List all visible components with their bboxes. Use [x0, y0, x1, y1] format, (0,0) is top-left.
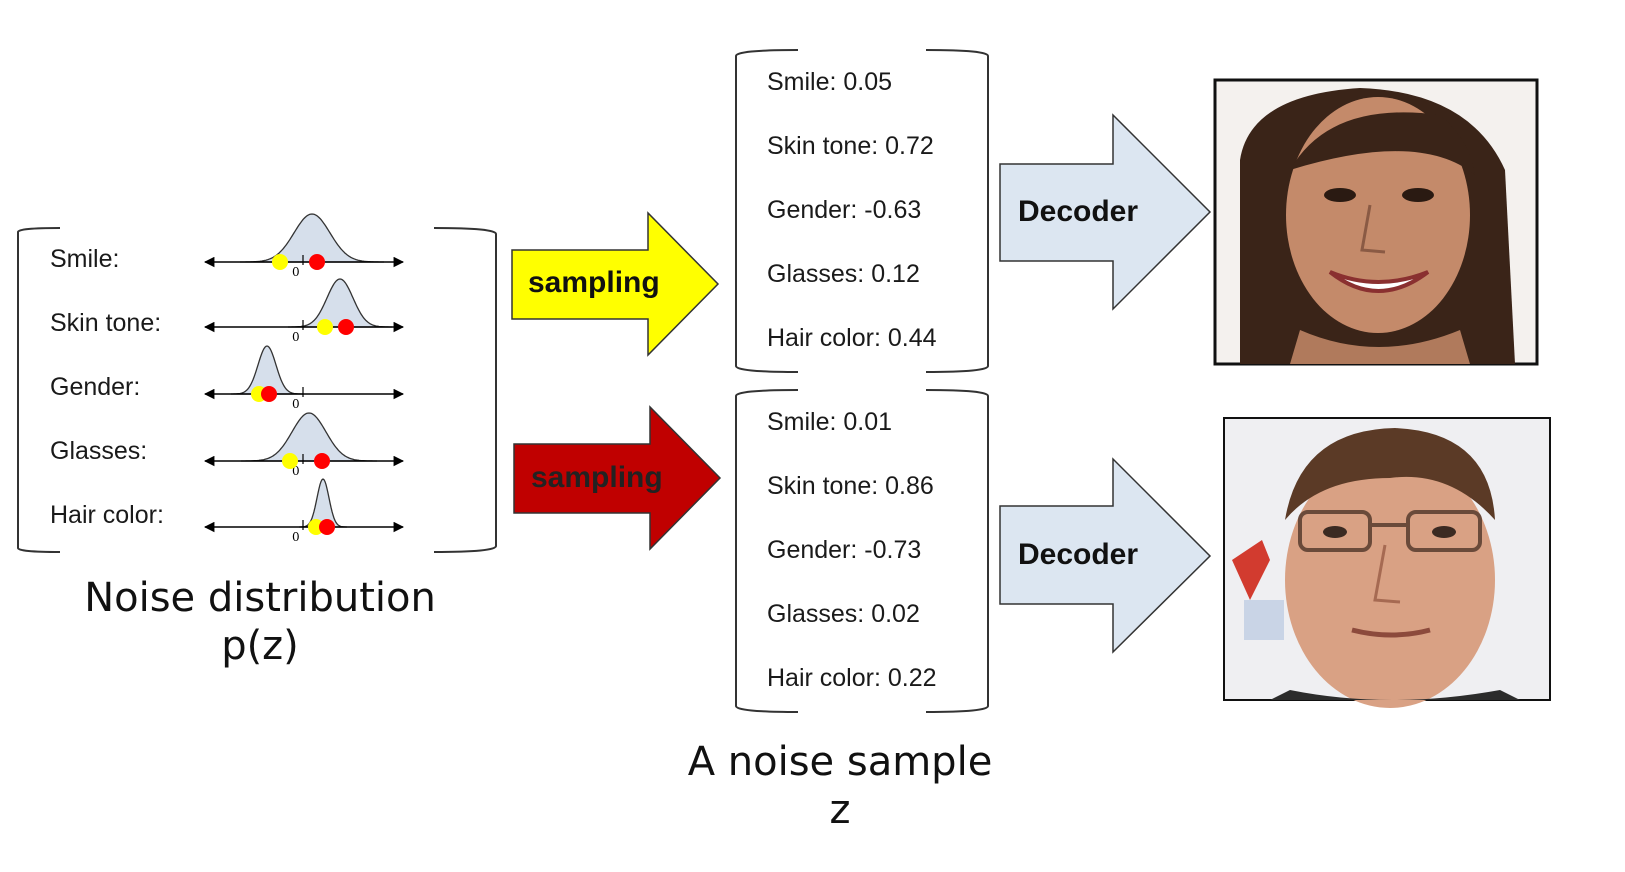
sample-caption-line1: A noise sample: [687, 739, 993, 785]
density-curve: [288, 278, 392, 328]
zero-label: 0: [292, 530, 300, 544]
sample-dot-red: [309, 254, 325, 270]
distribution-bracket-right: [433, 227, 497, 553]
sample-dot-red: [338, 319, 354, 335]
decoder-label-bottom: Decoder: [1018, 538, 1139, 571]
sample-caption-line2: z: [829, 787, 851, 833]
zero-label: 0: [292, 265, 300, 279]
distribution-caption-line1: Noise distribution: [84, 575, 436, 621]
sample-top-smile: Smile: 0.05: [767, 68, 893, 96]
sample-caption: A noise sample z: [660, 738, 1020, 834]
zero-label: 0: [292, 464, 300, 478]
sample-dot-yellow: [317, 319, 333, 335]
sample-bottom-smile: Smile: 0.01: [767, 408, 893, 436]
sample-bracket-bottom: [735, 389, 989, 713]
distribution-plots: 0 0 0 0 0: [203, 213, 405, 544]
dist-label-glasses: Glasses:: [50, 437, 148, 465]
dist-plot-skin-tone: 0: [203, 278, 405, 344]
sampling-label-top: sampling: [528, 266, 660, 299]
sampling-label-bottom: sampling: [531, 461, 663, 494]
sample-top-hair-color: Hair color: 0.44: [767, 324, 937, 352]
density-curve: [299, 478, 347, 528]
sampling-arrow-bottom: [513, 405, 722, 551]
sampling-arrow-top: [511, 211, 720, 357]
dist-label-gender: Gender:: [50, 373, 141, 401]
sample-bottom-skin-tone: Skin tone: 0.86: [767, 472, 934, 500]
zero-label: 0: [292, 330, 300, 344]
distribution-bracket-left: [17, 227, 61, 553]
dist-plot-smile: 0: [203, 213, 405, 279]
generated-face-woman: [1213, 78, 1539, 366]
dist-label-smile: Smile:: [50, 245, 120, 273]
sample-dot-red: [314, 453, 330, 469]
decoder-label-top: Decoder: [1018, 195, 1139, 228]
generated-face-man: [1223, 417, 1551, 708]
sample-bottom-gender: Gender: -0.73: [767, 536, 922, 564]
density-curve: [240, 213, 384, 263]
dist-plot-hair-color: 0: [203, 478, 405, 544]
dist-label-hair-color: Hair color:: [50, 501, 164, 529]
sample-bracket-top: [735, 49, 989, 373]
sample-dot-yellow: [308, 519, 324, 535]
sample-dot-yellow: [272, 254, 288, 270]
sample-dot-red: [261, 386, 277, 402]
distribution-caption-line2: p(z): [221, 623, 299, 669]
sample-bottom-hair-color: Hair color: 0.22: [767, 664, 937, 692]
sample-dot-red: [319, 519, 335, 535]
sample-top-glasses: Glasses: 0.12: [767, 260, 920, 288]
distribution-caption: Noise distribution p(z): [60, 574, 460, 670]
sample-top-skin-tone: Skin tone: 0.72: [767, 132, 934, 160]
sample-bottom-glasses: Glasses: 0.02: [767, 600, 920, 628]
decoder-arrow-top: [999, 113, 1212, 311]
density-curve: [241, 412, 377, 462]
decoder-arrow-bottom: [999, 457, 1212, 654]
dist-plot-glasses: 0: [203, 412, 405, 478]
dist-label-skin-tone: Skin tone:: [50, 309, 162, 337]
sample-top-gender: Gender: -0.63: [767, 196, 922, 224]
dist-plot-gender: 0: [203, 345, 405, 411]
sample-dot-yellow: [282, 453, 298, 469]
zero-label: 0: [292, 397, 300, 411]
